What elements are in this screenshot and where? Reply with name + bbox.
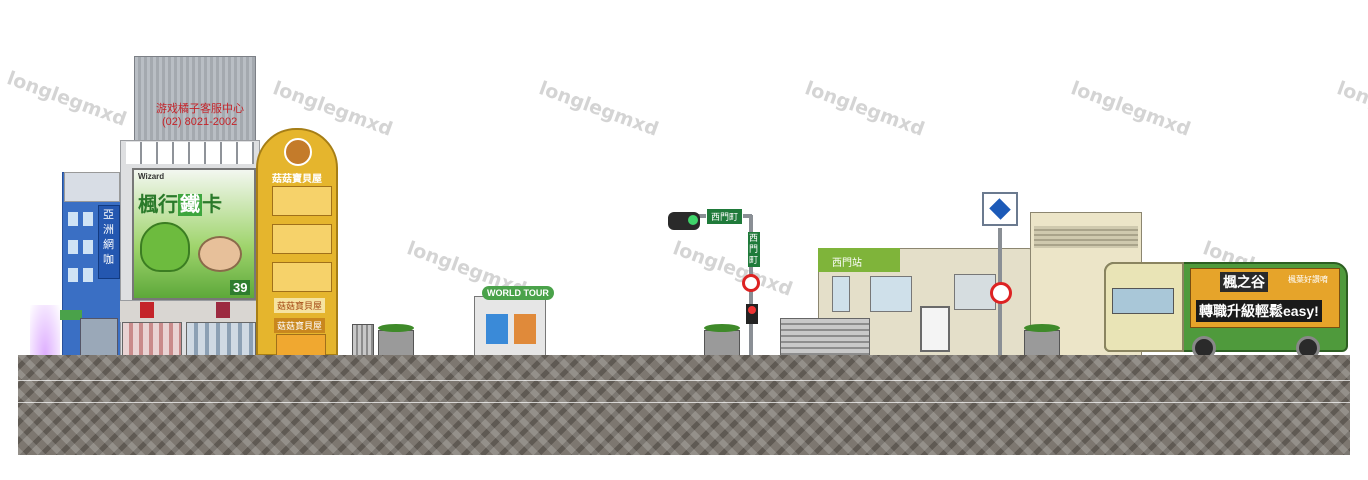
blue-building-awning	[60, 310, 82, 320]
grey-building-top	[126, 142, 254, 164]
bus-windshield	[1112, 288, 1174, 314]
portal-glow[interactable]	[30, 305, 60, 355]
planter-box	[704, 330, 740, 356]
yellow-building-door[interactable]	[276, 334, 326, 356]
info-board[interactable]	[920, 306, 950, 352]
yellow-building-store-sign: 菇菇寶貝屋	[274, 318, 326, 333]
ground-seam	[18, 380, 1350, 381]
cobblestone-ground[interactable]	[18, 355, 1350, 455]
billboard-line2: (02) 8021-2002	[162, 116, 238, 128]
blue-building-sign: 亞洲網咖	[103, 209, 114, 266]
poster-title-main: 楓行	[138, 194, 178, 216]
bus-ad-line2: 楓葉好讚唷	[1288, 275, 1328, 284]
billboard-line1: 游戏橘子客服中心	[156, 103, 244, 115]
station-vent	[1034, 226, 1138, 248]
planter-box	[378, 330, 414, 356]
storefront-window[interactable]	[186, 322, 256, 356]
ground-seam	[18, 402, 1350, 403]
blue-building-window	[83, 268, 93, 282]
watermark: longlegmxd	[4, 67, 130, 131]
station-roof	[818, 248, 900, 272]
mushroom-logo-icon	[284, 138, 312, 166]
kiosk-screen	[486, 314, 508, 344]
blue-building-sign-panel	[98, 205, 120, 279]
yellow-building-sign: 菇菇寶貝屋	[272, 174, 322, 185]
no-bicycle-sign-icon	[742, 274, 760, 292]
yellow-balcony	[272, 262, 332, 292]
station-window	[832, 276, 850, 312]
yellow-building-banner: 菇菇寶貝屋	[274, 298, 326, 313]
watermark: longlegmxd	[802, 77, 928, 141]
watermark: longlegmxd	[670, 237, 796, 301]
blue-building-window	[83, 240, 93, 254]
blue-building-window	[68, 212, 78, 226]
blue-building-door	[80, 318, 118, 356]
blue-building-window	[83, 212, 93, 226]
store-logo-icon	[216, 302, 230, 318]
vertical-street-sign: 西門町	[748, 232, 760, 267]
store-logo-icon	[140, 302, 154, 318]
kiosk-screen	[514, 314, 536, 344]
planter-bush	[1024, 324, 1060, 332]
planter-bush	[704, 324, 740, 332]
poster-badge: 39	[230, 280, 251, 295]
station-window	[870, 276, 912, 312]
blue-building-roof	[64, 172, 120, 202]
planter-box	[1024, 330, 1060, 356]
blue-building-window	[68, 268, 78, 282]
watermark: longlegmxd	[1334, 77, 1368, 141]
poster-character	[198, 236, 242, 272]
poster-title-suffix: 卡	[202, 194, 222, 216]
poster-brand: Wizard	[138, 172, 165, 181]
yellow-balcony	[272, 186, 332, 216]
bus-ad-line1: 楓之谷	[1220, 272, 1268, 292]
watermark: longlegmxd	[536, 77, 662, 141]
red-light-icon	[748, 306, 756, 314]
world-tour-sign[interactable]: WORLD TOUR	[482, 286, 554, 300]
street-sign: 西門町	[706, 208, 744, 225]
poster-title: 楓行鐵卡	[138, 188, 222, 217]
watermark: longlegmxd	[1068, 77, 1194, 141]
mrt-logo-icon	[982, 192, 1018, 226]
station-stairs[interactable]	[780, 318, 870, 356]
no-bicycle-sign-icon	[990, 282, 1012, 304]
poster-title-highlight: 鐵	[178, 194, 202, 216]
poster-character	[140, 222, 190, 272]
bus-slogan: 轉職升級輕鬆easy!	[1196, 300, 1322, 322]
planter-bush	[378, 324, 414, 332]
trash-bin	[352, 324, 374, 356]
green-light-icon	[688, 215, 698, 225]
station-name: 西門站	[832, 258, 862, 269]
blue-building-window	[68, 240, 78, 254]
yellow-balcony	[272, 224, 332, 254]
storefront-window[interactable]	[122, 322, 182, 356]
